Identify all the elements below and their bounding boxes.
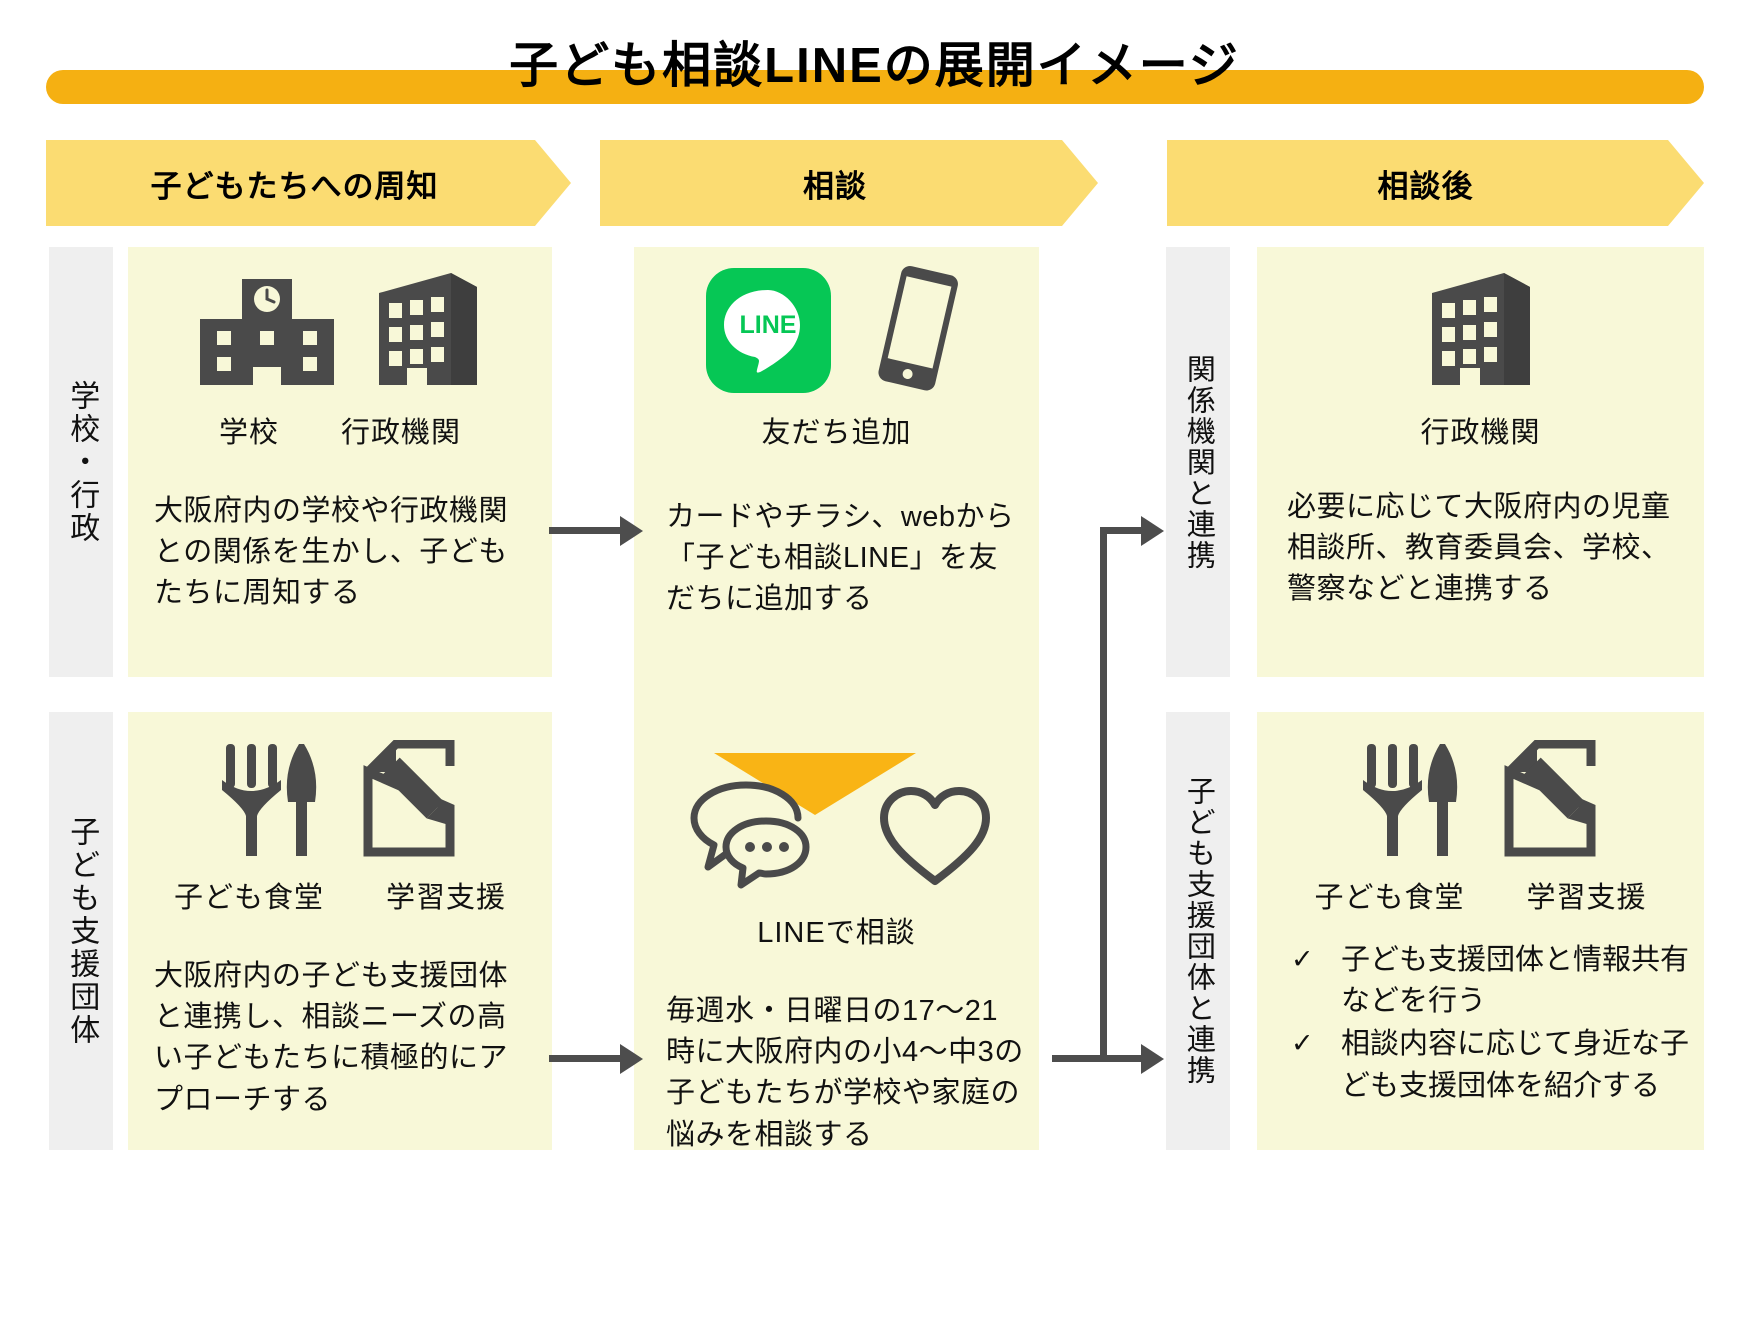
card-after-government-captions: 行政機関 (1257, 409, 1704, 451)
caption-add-friend: 友だち追加 (761, 417, 912, 449)
cutlery-icon (222, 744, 317, 856)
link-strip-related-agencies-text: 関係機関と連携 (1182, 353, 1215, 571)
row-label-school-government: 学校・行政 (49, 247, 113, 677)
card-after-support-checklist: ✓ 子ども支援団体と情報共有などを行う ✓ 相談内容に応じて身近な子ども支援団体… (1257, 940, 1704, 1107)
card-consult-add-friend-captions: 友だち追加 (634, 409, 1039, 451)
card-after-support-icons (1257, 712, 1704, 858)
arrow-consult-to-after-top (1100, 527, 1155, 534)
card-after-government: 行政機関 必要に応じて大阪府内の児童相談所、教育委員会、学校、警察などと連携する (1257, 247, 1704, 677)
line-logo-icon: LINE (706, 268, 831, 393)
caption-kodomo-shokudo: 子ども食堂 (173, 882, 324, 914)
phase-header-after: 相談後 (1167, 140, 1704, 226)
caption-gakushu-shien-after: 学習支援 (1526, 882, 1647, 914)
title-underline-bar (46, 70, 1704, 104)
arrow-head-icon (620, 1044, 643, 1074)
card-consult-chat-captions: LINEで相談 (634, 909, 1039, 951)
phase-header-promotion: 子どもたちへの周知 (46, 140, 571, 226)
school-icon (200, 279, 334, 385)
phase-header-consultation-label: 相談 (803, 168, 867, 204)
government-building-icon (379, 273, 477, 385)
phase-header-consultation: 相談 (600, 140, 1098, 226)
link-strip-support-orgs-text: 子ども支援団体と連携 (1182, 776, 1215, 1086)
arrow-head-icon (1141, 1044, 1164, 1074)
card-promotion-support-captions: 子ども食堂 学習支援 (128, 874, 552, 916)
card-after-support-captions: 子ども食堂 学習支援 (1257, 874, 1704, 916)
row-label-support-org: 子ども支援団体 (49, 712, 113, 1150)
arrow-consult-to-after-vertical (1100, 527, 1107, 1059)
check-item-text: 相談内容に応じて身近な子ども支援団体を紹介する (1341, 1028, 1690, 1102)
arrow-head-icon (620, 516, 643, 546)
arrow-promotion-to-consult-top (549, 527, 624, 534)
card-promotion-school-icons (128, 247, 552, 393)
list-item: ✓ 子ども支援団体と情報共有などを行う (1283, 940, 1690, 1022)
phase-header-promotion-label: 子どもたちへの周知 (150, 168, 439, 204)
card-promotion-school: 学校 行政機関 大阪府内の学校や行政機関との関係を生かし、子どもたちに周知する (128, 247, 552, 677)
card-promotion-support: 子ども食堂 学習支援 大阪府内の子ども支援団体と連携し、相談ニーズの高い子どもた… (128, 712, 552, 1150)
caption-government: 行政機関 (341, 417, 462, 449)
card-consult-add-friend: LINE 友だち追加 カードやチラシ、webから「子ども相談LINE」を友だちに… (634, 247, 1039, 621)
link-strip-related-agencies: 関係機関と連携 (1166, 247, 1230, 677)
card-consult-add-friend-body: カードやチラシ、webから「子ども相談LINE」を友だちに追加する (666, 501, 1015, 616)
arrow-promotion-to-consult-bottom (549, 1055, 624, 1062)
card-after-support: 子ども食堂 学習支援 ✓ 子ども支援団体と情報共有などを行う ✓ 相談内容に応じ… (1257, 712, 1704, 1150)
check-icon: ✓ (1291, 944, 1314, 974)
card-promotion-support-body: 大阪府内の子ども支援団体と連携し、相談ニーズの高い子どもたちに積極的にアプローチ… (154, 960, 509, 1116)
line-logo-text: LINE (740, 311, 797, 339)
card-consult-chat: LINEで相談 毎週水・日曜日の17〜21時に大阪府内の小4〜中3の子どもたちが… (634, 747, 1039, 1156)
caption-kodomo-shokudo-after: 子ども食堂 (1314, 882, 1465, 914)
document-pencil-icon (1504, 740, 1595, 857)
card-promotion-school-body: 大阪府内の学校や行政機関との関係を生かし、子どもたちに周知する (154, 495, 509, 610)
card-consultation: LINE 友だち追加 カードやチラシ、webから「子ども相談LINE」を友だちに… (634, 247, 1039, 1151)
government-building-icon (1431, 273, 1530, 385)
card-after-government-body: 必要に応じて大阪府内の児童相談所、教育委員会、学校、警察などと連携する (1287, 491, 1671, 606)
list-item: ✓ 相談内容に応じて身近な子ども支援団体を紹介する (1283, 1024, 1690, 1106)
card-consult-chat-body: 毎週水・日曜日の17〜21時に大阪府内の小4〜中3の子どもたちが学校や家庭の悩み… (666, 995, 1024, 1151)
caption-line-consult: LINEで相談 (757, 917, 916, 949)
card-promotion-support-icons (128, 712, 552, 858)
page-title: 子ども相談LINEの展開イメージ (509, 39, 1240, 93)
arrow-head-icon (1141, 516, 1164, 546)
check-item-text: 子ども支援団体と情報共有などを行う (1341, 944, 1690, 1018)
row-label-school-government-text: 学校・行政 (65, 379, 99, 545)
arrow-consult-to-after-bottom (1052, 1055, 1155, 1062)
cutlery-icon (1362, 744, 1457, 856)
card-consult-add-friend-icons: LINE (634, 247, 1039, 393)
smartphone-icon (878, 266, 958, 391)
link-strip-support-orgs: 子ども支援団体と連携 (1166, 712, 1230, 1150)
document-pencil-icon (363, 740, 455, 857)
caption-gakushu-shien: 学習支援 (386, 882, 507, 914)
caption-school: 学校 (218, 417, 279, 449)
card-promotion-school-captions: 学校 行政機関 (128, 409, 552, 451)
card-after-government-icons (1257, 247, 1704, 393)
caption-government-after: 行政機関 (1420, 417, 1541, 449)
speech-bubbles-icon (690, 781, 809, 889)
card-consult-chat-icons (634, 747, 1039, 893)
heart-icon (879, 787, 990, 885)
row-label-support-org-text: 子ども支援団体 (65, 815, 99, 1047)
check-icon: ✓ (1291, 1028, 1314, 1059)
phase-header-after-label: 相談後 (1377, 168, 1474, 204)
